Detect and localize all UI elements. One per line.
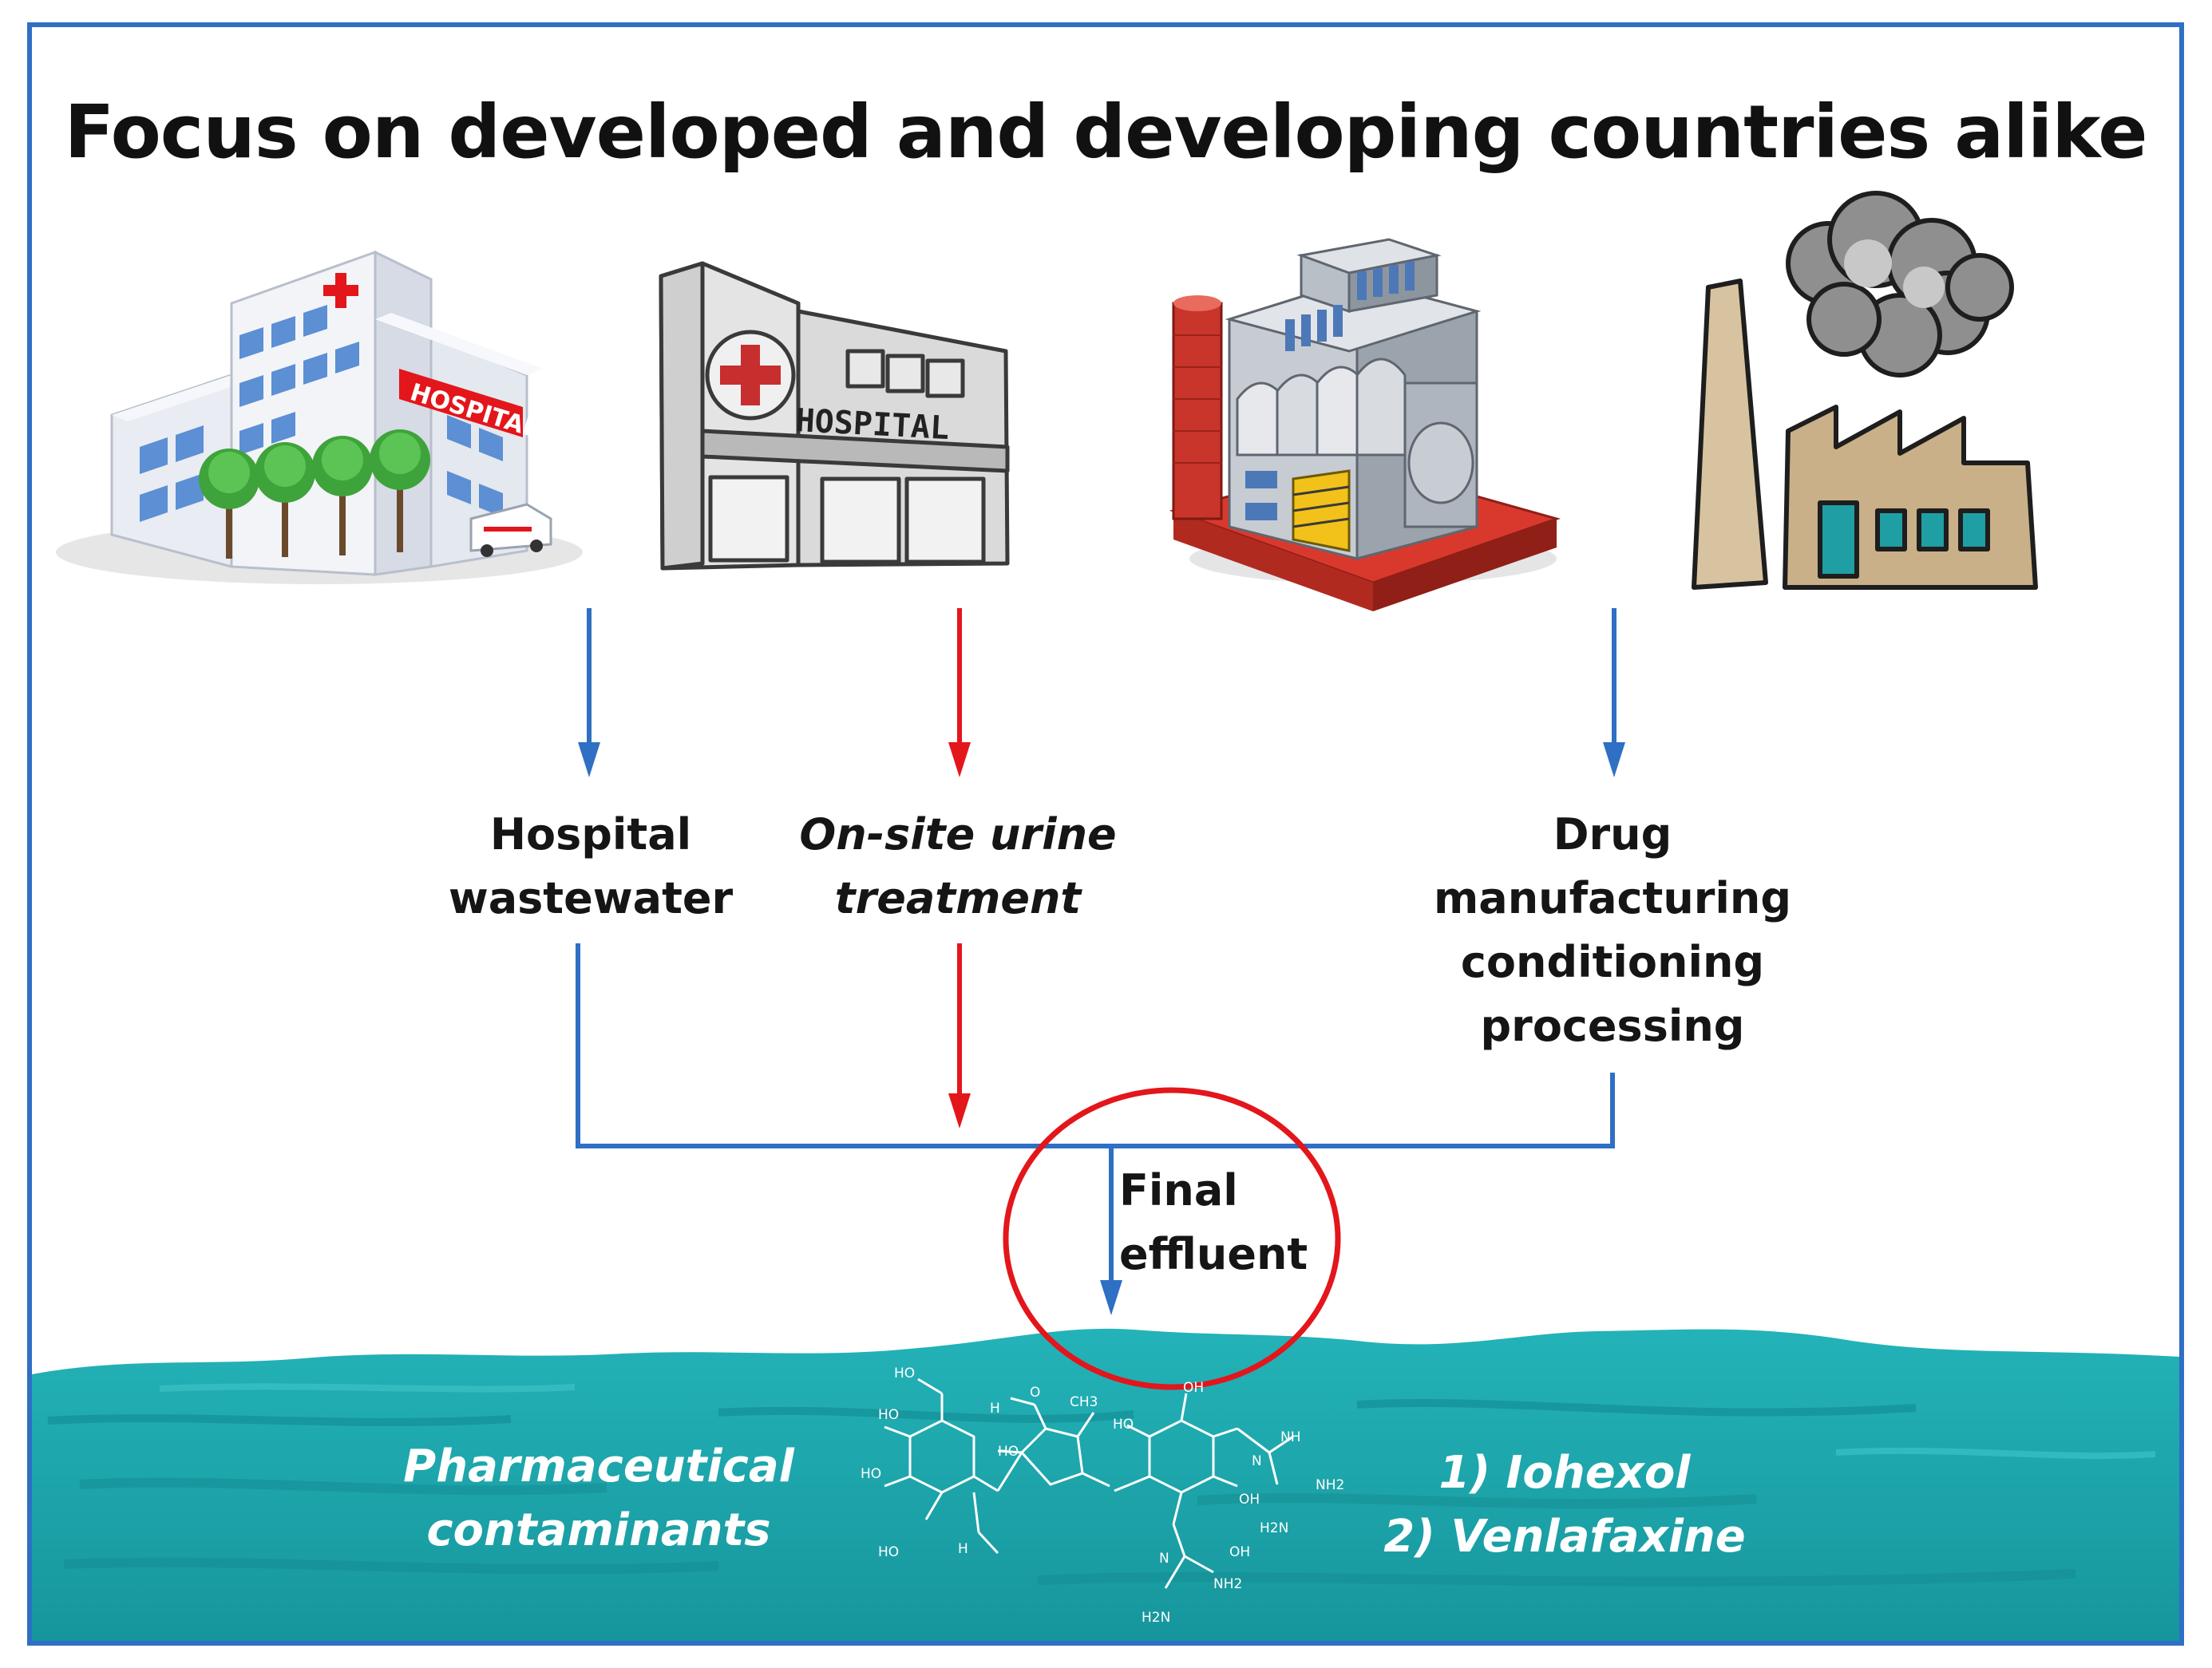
atom-label: HO (1113, 1417, 1134, 1433)
label-line: Drug (1553, 809, 1672, 860)
atom-label: CH3 (1070, 1394, 1098, 1410)
atom-label: HO (861, 1466, 881, 1482)
arrow-onsite-urine (948, 608, 971, 777)
atom-label: OH (1183, 1380, 1204, 1396)
atom-label: HO (894, 1366, 915, 1381)
label-final-effluent: Final effluent (1119, 1159, 1327, 1287)
factory-smokestack-icon (1692, 191, 2038, 590)
molecule-structure-icon (884, 1377, 1294, 1589)
arrow-urine-to-collector (948, 943, 971, 1128)
collector-line-left (576, 943, 1615, 1148)
label-line: contaminants (426, 1504, 771, 1556)
label-drug-manufacturing: Drug manufacturing conditioning processi… (1405, 803, 1820, 1058)
label-line: treatment (834, 873, 1082, 923)
label-line: Final (1119, 1165, 1238, 1215)
hospital-sketch-icon: HOSPITAL (659, 261, 1010, 571)
final-effluent-highlight-circle (1003, 1087, 1341, 1390)
atom-label: HO (998, 1444, 1019, 1460)
contaminant-item: 1) Iohexol (1438, 1447, 1691, 1499)
atom-label: NH2 (1316, 1477, 1344, 1493)
label-line: processing (1480, 1001, 1745, 1051)
arrow-hospital-wastewater (578, 608, 600, 777)
atom-label: O (1030, 1385, 1040, 1401)
label-onsite-urine-treatment: On-site urine treatment (766, 803, 1150, 931)
atom-label: HO (878, 1544, 899, 1560)
atom-label: H (990, 1401, 1000, 1417)
label-pharmaceutical-contaminants: Pharmaceutical contaminants (383, 1435, 814, 1563)
arrow-final-effluent (1100, 1146, 1122, 1315)
label-line: On-site urine (799, 809, 1117, 860)
label-contaminant-list: 1) Iohexol 2) Venlafaxine (1357, 1441, 1772, 1569)
pharma-factory-icon (1169, 238, 1561, 611)
hospital-building-icon: HOSPITAL (56, 250, 583, 584)
atom-label: HO (878, 1407, 899, 1423)
label-line: manufacturing (1433, 873, 1792, 923)
atom-label: OH (1239, 1492, 1260, 1508)
label-line: Hospital (489, 809, 692, 860)
arrow-drug-manufacturing (1603, 608, 1625, 777)
molecule-atom-labels: HO HO HO HO HO HO OH OH OH O H CH3 H2N N… (861, 1366, 1344, 1626)
label-line: Pharmaceutical (403, 1441, 794, 1492)
ambulance-icon (469, 503, 552, 557)
diagram-title: Focus on developed and developing countr… (64, 89, 2147, 175)
label-hospital-wastewater: Hospital wastewater (415, 803, 766, 931)
label-line: conditioning (1460, 937, 1765, 987)
atom-label: NH2 (1213, 1576, 1242, 1592)
atom-label: H (958, 1541, 968, 1557)
atom-label: NH (1280, 1429, 1301, 1445)
atom-label: N (1159, 1551, 1169, 1567)
contaminant-item: 2) Venlafaxine (1383, 1511, 1746, 1563)
atom-label: H2N (1142, 1610, 1170, 1626)
label-line: wastewater (448, 873, 734, 923)
hospital-2-sign: HOSPITAL (794, 402, 950, 447)
label-line: effluent (1119, 1229, 1308, 1279)
atom-label: H2N (1260, 1520, 1288, 1536)
atom-label: OH (1229, 1544, 1250, 1560)
atom-label: N (1252, 1453, 1262, 1469)
